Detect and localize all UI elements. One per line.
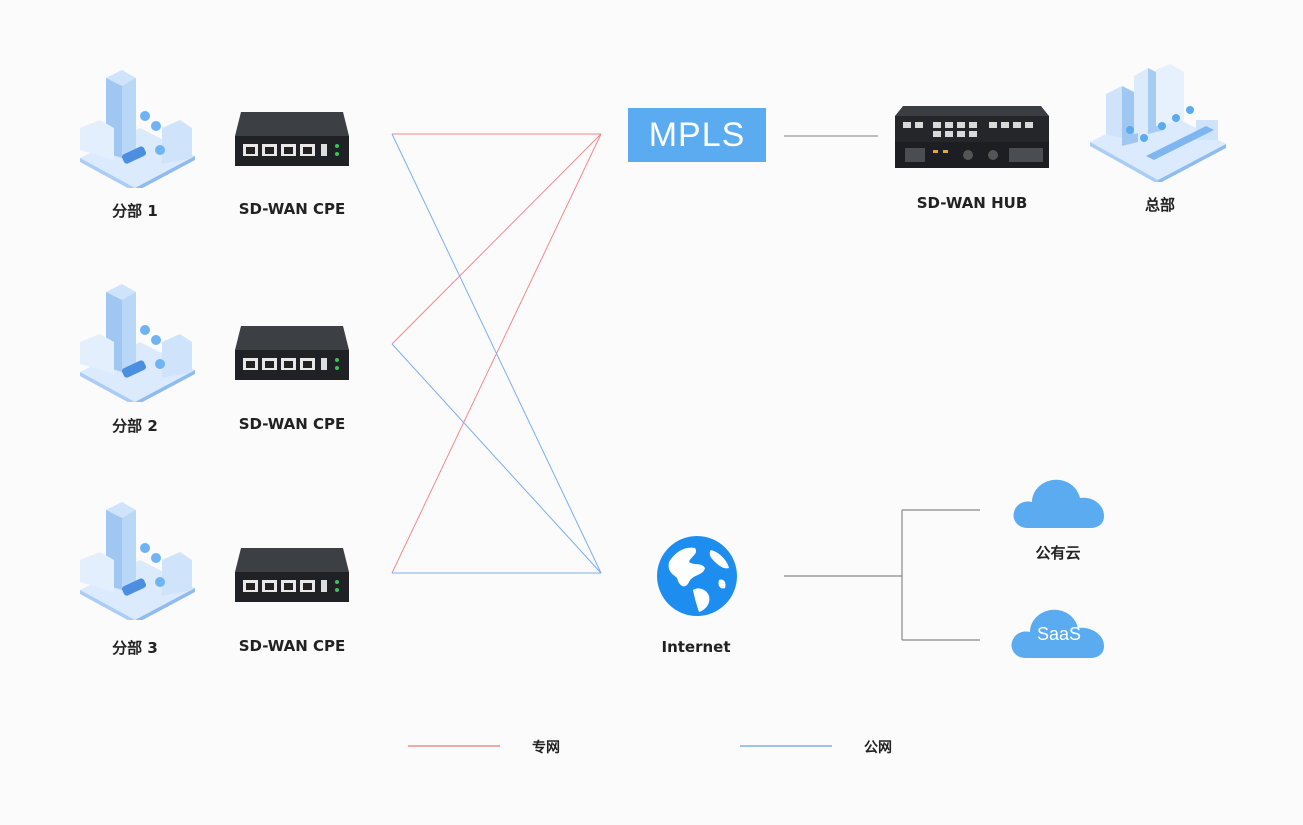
router-switch-icon xyxy=(235,326,349,380)
saas-label: SaaS xyxy=(1036,624,1082,644)
branch-label-2: 分部 2 xyxy=(112,417,158,435)
private-link-2 xyxy=(391,133,602,345)
router-switch-icon xyxy=(235,548,349,602)
building-cluster-icon xyxy=(80,502,195,620)
cloud-icon xyxy=(1011,609,1104,658)
legend-public-label: 公网 xyxy=(864,740,892,756)
cpe-label-1: SD-WAN CPE xyxy=(238,200,346,218)
internet-label: Internet xyxy=(661,638,731,656)
cloud-icon xyxy=(1013,479,1104,528)
building-cluster-icon xyxy=(80,284,195,402)
public-cloud-label: 公有云 xyxy=(1035,544,1081,562)
hq-label: 总部 xyxy=(1144,196,1176,214)
cpe-label-3: SD-WAN CPE xyxy=(238,637,346,655)
globe-icon xyxy=(657,536,737,616)
branch-label-1: 分部 1 xyxy=(112,202,158,220)
public-link-1 xyxy=(391,133,602,574)
rack-server-icon xyxy=(895,106,1049,168)
public-link-2 xyxy=(391,343,602,574)
cpe-label-2: SD-WAN CPE xyxy=(238,415,346,433)
router-switch-icon xyxy=(235,112,349,166)
mpls-box: MPLS xyxy=(628,108,766,162)
legend-private-label: 专网 xyxy=(532,740,560,756)
building-cluster-icon xyxy=(80,70,195,188)
hq-buildings-icon xyxy=(1090,64,1226,182)
branch-label-3: 分部 3 xyxy=(112,639,158,657)
hub-label: SD-WAN HUB xyxy=(916,194,1028,212)
